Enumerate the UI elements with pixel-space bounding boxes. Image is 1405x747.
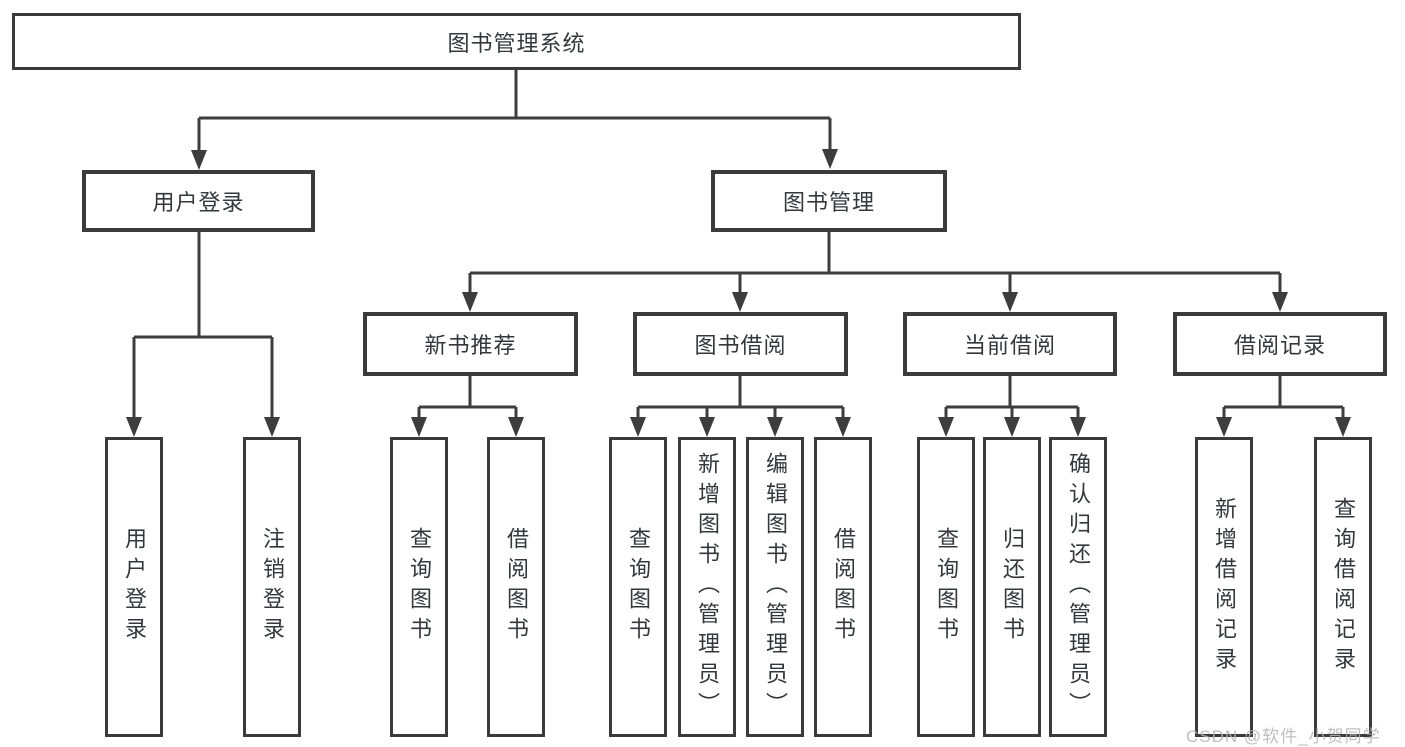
arrowhead-icon — [1004, 417, 1020, 437]
leaf-rec-add-record: 新增借阅记录 — [1195, 437, 1253, 737]
node-book-management: 图书管理 — [711, 170, 947, 232]
leaf-bb-query-book: 查询图书 — [609, 437, 667, 737]
arrowhead-icon — [191, 150, 207, 170]
arrowhead-icon — [411, 417, 427, 437]
leaf-cb-query-book: 查询图书 — [917, 437, 975, 737]
arrowhead-icon — [1070, 417, 1086, 437]
arrowhead-icon — [767, 417, 783, 437]
arrowhead-icon — [1272, 292, 1288, 312]
arrowhead-icon — [508, 417, 524, 437]
arrowhead-icon — [1216, 417, 1232, 437]
watermark: CSDN @软件_小贺同学 — [1186, 727, 1381, 746]
leaf-cb-confirm-return-admin: 确认归还（管理员） — [1049, 437, 1107, 737]
leaf-user-login: 用户登录 — [105, 437, 163, 737]
node-root: 图书管理系统 — [12, 13, 1021, 70]
leaf-bb-edit-book-admin: 编辑图书（管理员） — [746, 437, 804, 737]
leaf-rec-query-record: 查询借阅记录 — [1314, 437, 1372, 737]
arrowhead-icon — [732, 292, 748, 312]
arrowhead-icon — [462, 292, 478, 312]
arrowhead-icon — [630, 417, 646, 437]
arrowhead-icon — [126, 417, 142, 437]
leaf-cb-return-book: 归还图书 — [983, 437, 1041, 737]
arrowhead-icon — [699, 417, 715, 437]
arrowhead-icon — [264, 417, 280, 437]
leaf-nb-query-book: 查询图书 — [390, 437, 448, 737]
node-new-book-recommend: 新书推荐 — [363, 312, 578, 376]
leaf-nb-borrow-book: 借阅图书 — [487, 437, 545, 737]
arrowhead-icon — [938, 417, 954, 437]
node-borrow-records: 借阅记录 — [1173, 312, 1387, 376]
node-user-login: 用户登录 — [82, 170, 315, 232]
arrowhead-icon — [1335, 417, 1351, 437]
arrowhead-icon — [1002, 292, 1018, 312]
node-current-borrow: 当前借阅 — [903, 312, 1117, 376]
arrowhead-icon — [835, 417, 851, 437]
leaf-bb-add-book-admin: 新增图书（管理员） — [678, 437, 736, 737]
arrowhead-icon — [822, 149, 838, 169]
leaf-logout: 注销登录 — [243, 437, 301, 737]
node-book-borrow: 图书借阅 — [633, 312, 848, 376]
leaf-bb-borrow-book: 借阅图书 — [814, 437, 872, 737]
